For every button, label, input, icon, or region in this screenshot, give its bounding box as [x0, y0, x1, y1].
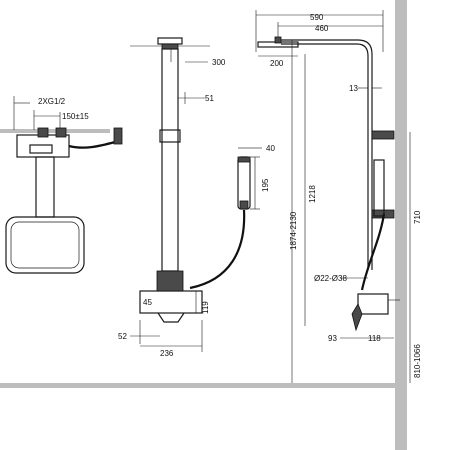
- ceiling-band-left: [0, 129, 110, 133]
- arm-side-inner: [281, 43, 369, 270]
- head-width-label: 300: [212, 58, 226, 67]
- head-depth-label: 200: [270, 59, 284, 68]
- valve-side: [357, 293, 389, 315]
- valve-b-label: 119: [201, 301, 210, 314]
- slide-bar: [373, 159, 385, 217]
- valve-diverter: [156, 270, 184, 292]
- right-view: 590 460 200 13 Ø22-Ø38 93 118 1874-2: [255, 10, 422, 383]
- valve-height-label: 810-1066: [413, 344, 422, 378]
- floor-band: [0, 383, 395, 388]
- valve-inlet-right: [55, 127, 67, 138]
- riser-front: [161, 48, 179, 272]
- valve-spout: [157, 312, 185, 323]
- centres-label: 150±15: [62, 112, 89, 121]
- hose-connector: [113, 127, 123, 145]
- middle-view: 300 51 40 195 45 119 52: [118, 37, 275, 358]
- height-range-label: 1874-2130: [289, 211, 298, 250]
- handshower-head: [237, 156, 251, 163]
- slide-range-label: 710: [413, 210, 422, 224]
- valve-a-label: 45: [143, 298, 152, 307]
- arm-side-outer: [281, 39, 373, 270]
- head-plan-inner: [10, 221, 80, 269]
- handshower-width-label: 40: [266, 144, 275, 153]
- wall-gap-label: 13: [349, 84, 358, 93]
- valve-body-top: [16, 134, 70, 158]
- hose-side: [360, 213, 386, 291]
- riser-top: [35, 156, 55, 218]
- hose-diameter-label: Ø22-Ø38: [314, 274, 347, 283]
- head-mount: [161, 43, 179, 50]
- arm-reach-label: 460: [315, 24, 329, 33]
- riser-joint: [159, 129, 181, 143]
- head-side-mount: [274, 36, 282, 44]
- handshower-length-label: 195: [261, 178, 270, 192]
- wall-band: [395, 0, 407, 450]
- valve-side-handle: [351, 303, 363, 332]
- upper-bracket: [371, 130, 395, 140]
- riser-length-label: 1218: [308, 185, 317, 203]
- total-reach-label: 590: [310, 13, 324, 22]
- head-plan-outer: [5, 216, 85, 274]
- thread-label: 2XG1/2: [38, 97, 66, 106]
- valve-control: [29, 144, 53, 154]
- valve-inlet-left: [37, 127, 49, 138]
- pipe-diameter-label: 51: [205, 94, 214, 103]
- hose-top: [68, 140, 116, 149]
- head-front: [157, 37, 183, 45]
- hose-front: [189, 209, 246, 290]
- valve-width-label: 236: [160, 349, 174, 358]
- valve-depth-b-label: 118: [368, 334, 381, 343]
- valve-depth-a-label: 93: [328, 334, 337, 343]
- left-view: 2XG1/2 150±15: [5, 96, 123, 274]
- valve-c-label: 52: [118, 332, 127, 341]
- handshower-grip: [239, 200, 249, 210]
